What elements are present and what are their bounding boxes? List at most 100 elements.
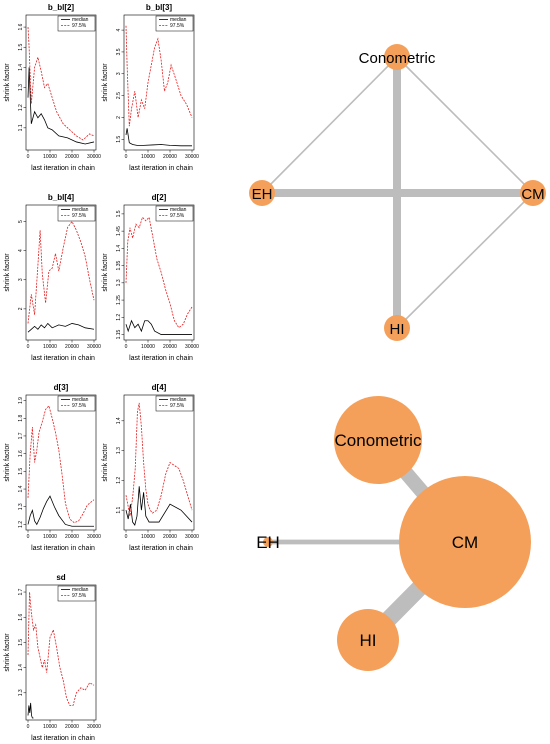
x-axis-label: last iteration in chain <box>31 735 95 742</box>
x-axis-label: last iteration in chain <box>31 355 95 362</box>
plot-title: d[3] <box>54 383 69 392</box>
legend-label: 97.5% <box>72 403 87 409</box>
series-line-median <box>27 67 95 145</box>
plot-frame <box>25 584 97 721</box>
y-tick-label: 1.45 <box>116 226 122 236</box>
legend-label: median <box>72 587 89 593</box>
legend-label: median <box>72 207 89 213</box>
x-axis-label: last iteration in chain <box>129 355 193 362</box>
y-tick-label: 1.7 <box>18 432 24 439</box>
series-line-upper <box>125 402 193 517</box>
y-axis-label: shrink factor <box>4 443 11 482</box>
plot-title: sd <box>56 573 65 582</box>
y-tick-label: 1.5 <box>18 639 24 646</box>
plot-frame <box>25 14 97 151</box>
y-tick-label: 1.2 <box>18 521 24 528</box>
node-label-cm: CM <box>521 186 544 203</box>
y-tick-label: 1.6 <box>18 23 24 30</box>
x-axis-label: last iteration in chain <box>129 165 193 172</box>
y-axis-label: shrink factor <box>4 633 11 672</box>
x-tick-label: 20000 <box>163 154 177 160</box>
node-label-hi: HI <box>360 631 377 650</box>
y-tick-label: 1.2 <box>116 477 122 484</box>
y-tick-label: 1.1 <box>116 506 122 513</box>
y-tick-label: 1.5 <box>18 44 24 51</box>
x-tick-label: 0 <box>27 344 30 350</box>
y-tick-label: 1.7 <box>18 588 24 595</box>
legend-label: 97.5% <box>72 23 87 29</box>
node-conometric <box>384 44 410 70</box>
node-label-conometric: Conometric <box>335 431 422 450</box>
plot-frame <box>25 204 97 341</box>
y-tick-label: 1.5 <box>18 468 24 475</box>
x-tick-label: 20000 <box>65 534 79 540</box>
series-line-upper <box>125 25 193 127</box>
y-tick-label: 1.9 <box>18 397 24 404</box>
y-tick-label: 1.2 <box>116 314 122 321</box>
series-line-median <box>27 322 95 333</box>
x-tick-label: 30000 <box>87 344 101 350</box>
legend-label: 97.5% <box>72 213 87 219</box>
x-tick-label: 0 <box>27 724 30 730</box>
y-tick-label: 1.6 <box>18 450 24 457</box>
series-line-upper <box>27 27 95 141</box>
series-line-median <box>125 319 192 335</box>
plot-frame <box>123 394 195 531</box>
x-tick-label: 30000 <box>185 154 199 160</box>
series-line-upper <box>27 220 95 324</box>
legend-label: 97.5% <box>170 213 185 219</box>
legend-label: median <box>72 397 89 403</box>
x-axis-label: last iteration in chain <box>31 165 95 172</box>
x-axis-label: last iteration in chain <box>31 545 95 552</box>
y-tick-label: 1.2 <box>18 104 24 111</box>
y-tick-label: 4 <box>116 28 122 31</box>
x-tick-label: 0 <box>125 154 128 160</box>
x-tick-label: 20000 <box>65 344 79 350</box>
x-tick-label: 30000 <box>87 724 101 730</box>
y-tick-label: 1.4 <box>116 245 122 252</box>
y-tick-label: 2 <box>116 116 122 119</box>
y-tick-label: 4 <box>18 249 24 252</box>
series-line-median <box>27 702 34 719</box>
x-tick-label: 30000 <box>185 534 199 540</box>
legend-label: median <box>170 17 187 23</box>
y-tick-label: 1.4 <box>18 485 24 492</box>
y-axis-label: shrink factor <box>4 63 11 102</box>
y-tick-label: 1.3 <box>116 447 122 454</box>
y-tick-label: 1.4 <box>116 417 122 424</box>
y-tick-label: 1.1 <box>18 124 24 131</box>
y-axis-label: shrink factor <box>102 63 109 102</box>
node-label-hi: HI <box>390 321 405 338</box>
x-tick-label: 0 <box>125 534 128 540</box>
plot-title: b_bl[2] <box>48 3 75 12</box>
x-tick-label: 0 <box>27 534 30 540</box>
x-tick-label: 0 <box>27 154 30 160</box>
plot-title: d[2] <box>152 193 167 202</box>
y-tick-label: 1.4 <box>18 664 24 671</box>
plot-frame <box>123 204 195 341</box>
y-tick-label: 1.6 <box>18 614 24 621</box>
y-tick-label: 1.4 <box>18 64 24 71</box>
x-tick-label: 10000 <box>141 534 155 540</box>
x-tick-label: 30000 <box>87 534 101 540</box>
x-tick-label: 30000 <box>185 344 199 350</box>
plot-title: b_bl[4] <box>48 193 75 202</box>
y-tick-label: 2.5 <box>116 92 122 99</box>
node-label-eh: EH <box>256 533 280 552</box>
y-tick-label: 1.15 <box>116 329 122 339</box>
y-tick-label: 1.25 <box>116 295 122 305</box>
legend-label: 97.5% <box>170 23 185 29</box>
y-tick-label: 1.3 <box>18 84 24 91</box>
x-tick-label: 10000 <box>43 534 57 540</box>
legend-label: median <box>170 397 187 403</box>
y-tick-label: 1.3 <box>116 279 122 286</box>
node-hi <box>384 315 410 341</box>
series-line-upper <box>27 405 95 524</box>
